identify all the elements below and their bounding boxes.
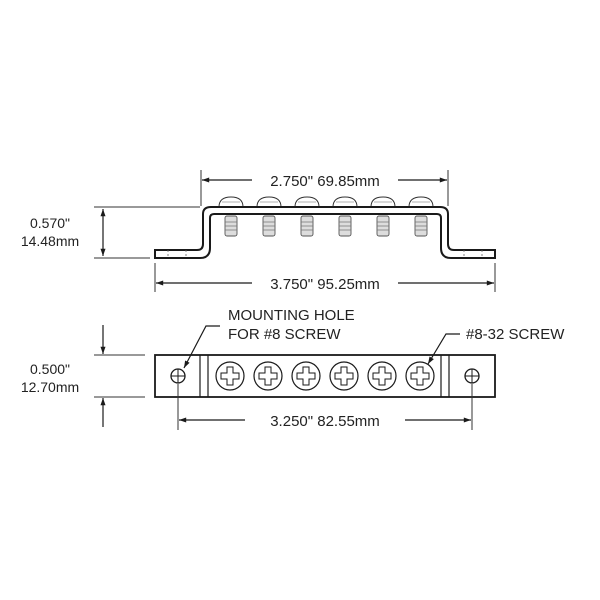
mounting-hole-leader	[183, 325, 220, 369]
screw-leader	[427, 333, 460, 365]
top-span-label: 2.750" 69.85mm	[270, 173, 380, 190]
side-view: 2.750" 69.85mm	[21, 170, 496, 293]
width-label-mm: 12.70mm	[21, 379, 79, 395]
bar-outline	[154, 354, 496, 398]
dimension-hole-spacing: 3.250" 82.55mm	[179, 413, 471, 430]
phillips-cross-icons	[220, 366, 430, 386]
height-label-mm: 14.48mm	[21, 233, 79, 249]
overall-length-label: 3.750" 95.25mm	[270, 276, 380, 293]
bent-bar	[154, 206, 496, 259]
mounting-hole-callout-line2: FOR #8 SCREW	[228, 326, 341, 343]
height-label-in: 0.570"	[30, 215, 70, 231]
dimension-top-span: 2.750" 69.85mm	[202, 173, 447, 190]
screw-callout: #8-32 SCREW	[466, 326, 565, 343]
screw-threads-side	[224, 215, 428, 237]
mounting-hole-right	[464, 368, 480, 384]
screws-top-view	[215, 361, 435, 391]
screw-heads-side	[218, 196, 434, 208]
dimension-overall-length: 3.750" 95.25mm	[156, 276, 494, 293]
mounting-hole-callout-line1: MOUNTING HOLE	[228, 307, 355, 324]
top-view: MOUNTING HOLE FOR #8 SCREW #8-32 SCREW 3…	[21, 307, 565, 430]
width-label-in: 0.500"	[30, 361, 70, 377]
hole-spacing-label: 3.250" 82.55mm	[270, 413, 380, 430]
mounting-hole-left	[170, 368, 186, 384]
